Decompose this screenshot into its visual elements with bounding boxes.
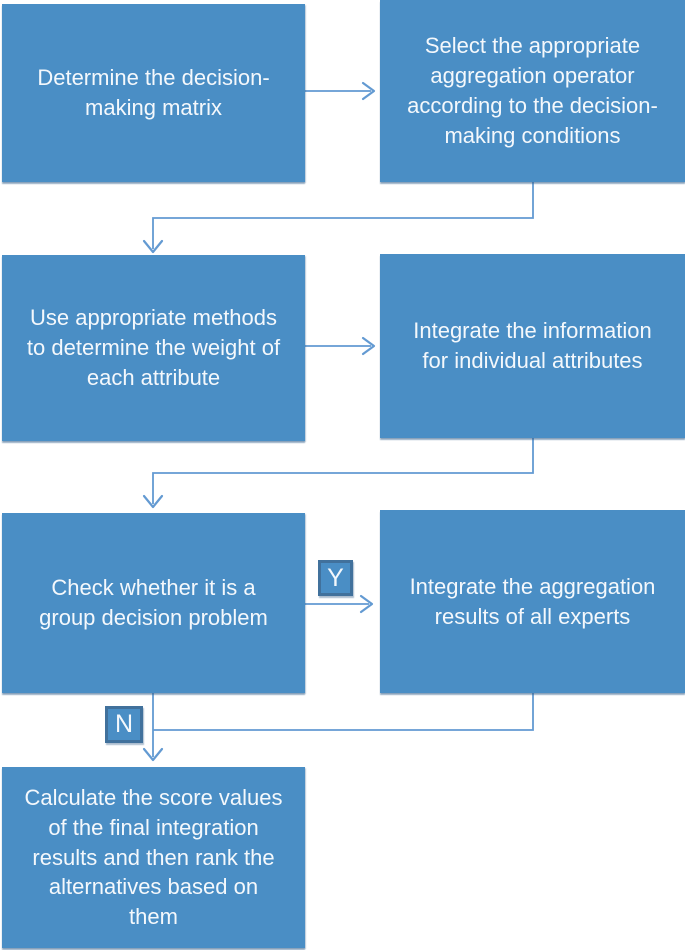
- connector-select-to-weights: [142, 182, 534, 254]
- flow-node-label: Select the appropriate aggregation opera…: [407, 33, 658, 148]
- flow-node-label: Integrate the information for individual…: [413, 318, 652, 373]
- branch-label-no-text: N: [114, 710, 134, 738]
- flow-node-calculate-rank: Calculate the score values of the final …: [2, 767, 305, 948]
- connector-no-branch: [142, 693, 164, 762]
- flow-node-label: Integrate the aggregation results of all…: [409, 573, 656, 629]
- branch-label-yes-text: Y: [327, 563, 344, 592]
- flow-node-integrate-experts: Integrate the aggregation results of all…: [380, 510, 685, 693]
- flow-node-integrate-attributes: Integrate the information for individual…: [380, 254, 685, 438]
- flow-node-label: Check whether it is a group decision pro…: [39, 575, 268, 630]
- flow-node-determine-matrix: Determine the decision- making matrix: [2, 4, 305, 182]
- connector-weights-to-integrate: [305, 336, 376, 356]
- flow-node-determine-weights: Use appropriate methods to determine the…: [2, 255, 305, 441]
- flow-node-label: Determine the decision- making matrix: [37, 65, 270, 120]
- flow-node-label: Use appropriate methods to determine the…: [26, 305, 281, 390]
- connector-integrate-to-check: [142, 438, 534, 509]
- branch-label-no: N: [105, 706, 143, 743]
- connector-determine-to-select: [305, 81, 376, 101]
- flow-node-check-group-decision: Check whether it is a group decision pro…: [2, 513, 305, 693]
- connector-experts-to-merge: [153, 693, 534, 731]
- flow-node-select-operator: Select the appropriate aggregation opera…: [380, 0, 685, 182]
- branch-label-yes: Y: [318, 560, 353, 596]
- flow-node-label: Calculate the score values of the final …: [24, 784, 283, 930]
- connector-yes-branch: [305, 594, 374, 614]
